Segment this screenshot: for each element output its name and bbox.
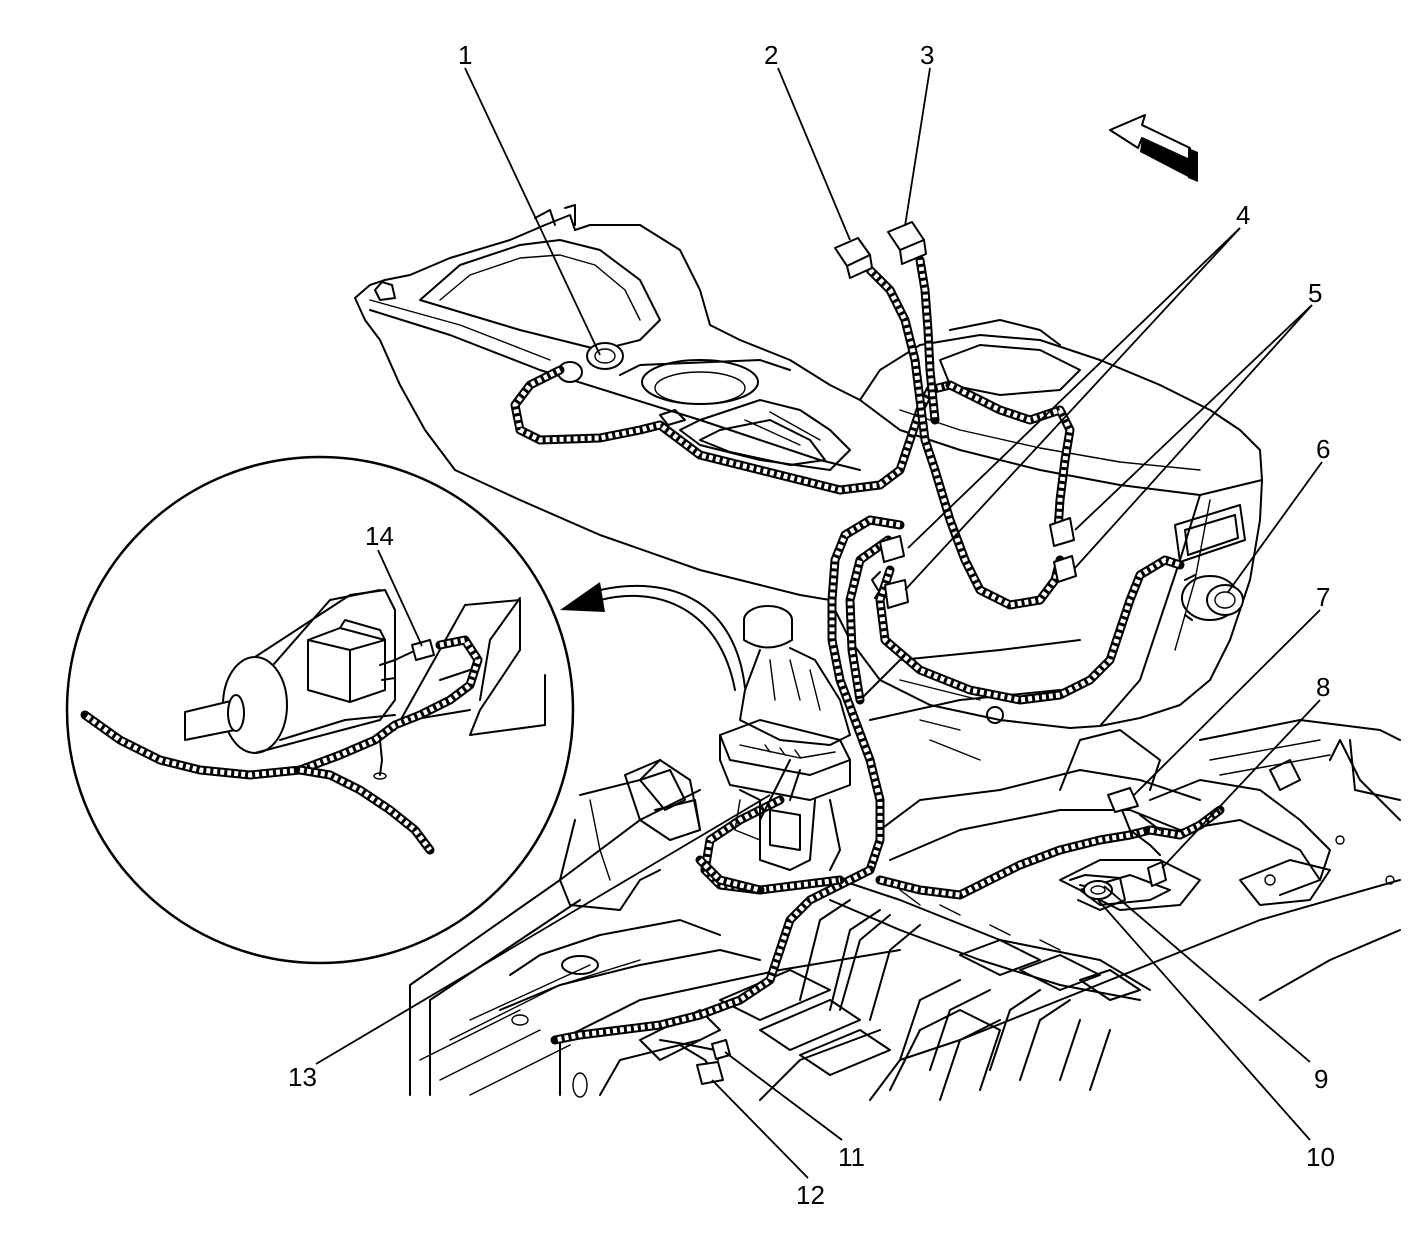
front-direction-arrow [1109, 114, 1198, 182]
callout-5: 5 [1308, 278, 1322, 308]
center-console [354, 204, 1263, 729]
callout-9: 9 [1314, 1064, 1328, 1094]
wiring-harness [510, 255, 1225, 1071]
callout-11: 11 [838, 1142, 865, 1172]
callout-6: 6 [1316, 434, 1330, 464]
leader-lines [315, 67, 1323, 1179]
callout-3: 3 [920, 40, 934, 70]
detail-view-arrow [560, 582, 746, 691]
shift-lever-assembly [719, 605, 851, 871]
callout-2: 2 [764, 40, 778, 70]
callout-13: 13 [288, 1062, 317, 1092]
callout-10: 10 [1306, 1142, 1335, 1172]
detail-view-circle [65, 455, 575, 965]
connectors [696, 221, 1167, 1085]
callout-8: 8 [1316, 672, 1330, 702]
callout-12: 12 [796, 1180, 825, 1210]
floor-pan [409, 639, 1401, 1101]
callout-1: 1 [458, 40, 472, 70]
callout-labels: 1 2 3 4 5 6 7 8 9 10 11 12 13 14 [288, 40, 1335, 1210]
callout-14: 14 [365, 521, 394, 551]
callout-4: 4 [1236, 200, 1250, 230]
callout-7: 7 [1316, 582, 1330, 612]
